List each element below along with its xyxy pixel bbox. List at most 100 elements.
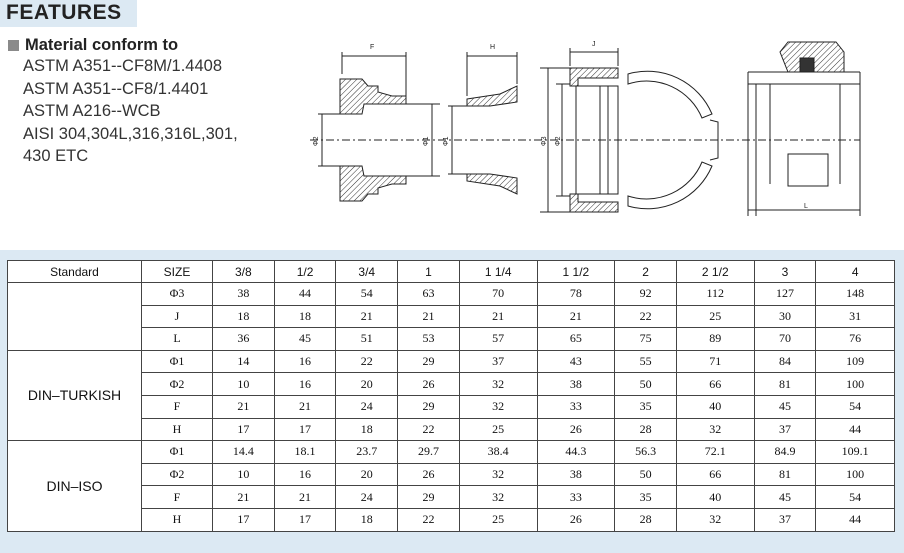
value-cell: 20	[335, 372, 399, 396]
dim-label-l: L	[804, 203, 808, 210]
value-cell: 30	[753, 304, 817, 329]
dim-label-h: H	[490, 44, 495, 51]
value-cell: 44	[815, 507, 895, 532]
technical-drawings: F Φ2 Φ1 H Φ1	[310, 41, 861, 216]
standard-cell: DIN–TURKISH	[7, 349, 142, 442]
value-cell: 32	[458, 462, 538, 487]
column-header: 3	[753, 260, 817, 283]
value-cell: 51	[335, 327, 399, 351]
value-cell: 22	[397, 507, 460, 532]
size-cell: H	[141, 507, 213, 532]
value-cell: 29	[397, 485, 460, 509]
value-cell: 54	[335, 282, 399, 306]
value-cell: 35	[614, 394, 677, 419]
value-cell: 40	[675, 394, 755, 419]
column-header: 1 1/4	[458, 260, 538, 283]
dim-label-phi2: Φ2	[555, 136, 562, 146]
value-cell: 38	[212, 282, 275, 306]
feature-line: ASTM A351--CF8/1.4401	[23, 79, 209, 98]
value-cell: 28	[614, 507, 677, 532]
value-cell: 63	[397, 282, 460, 306]
value-cell: 21	[397, 304, 460, 329]
value-cell: 50	[614, 462, 677, 487]
value-cell: 40	[675, 485, 755, 509]
value-cell: 66	[675, 462, 755, 487]
value-cell: 17	[273, 507, 337, 532]
value-cell: 55	[614, 349, 677, 374]
value-cell: 17	[273, 417, 337, 442]
value-cell: 24	[335, 485, 399, 509]
value-cell: 32	[458, 372, 538, 396]
nut-drawing	[540, 48, 719, 213]
value-cell: 21	[335, 304, 399, 329]
value-cell: 32	[458, 485, 538, 509]
standard-cell	[7, 282, 142, 351]
value-cell: 32	[675, 417, 755, 442]
value-cell: 16	[273, 349, 337, 374]
value-cell: 54	[815, 485, 895, 509]
value-cell: 35	[614, 485, 677, 509]
value-cell: 29	[397, 349, 460, 374]
page-title: FEATURES	[6, 1, 122, 24]
value-cell: 22	[397, 417, 460, 442]
male-ferrule-drawing	[318, 52, 440, 202]
value-cell: 45	[753, 394, 817, 419]
value-cell: 37	[753, 417, 817, 442]
value-cell: 26	[397, 462, 460, 487]
value-cell: 70	[458, 282, 538, 306]
value-cell: 32	[458, 394, 538, 419]
value-cell: 10	[212, 372, 275, 396]
value-cell: 53	[397, 327, 460, 351]
value-cell: 36	[212, 327, 275, 351]
value-cell: 25	[458, 507, 538, 532]
feature-line: 430 ETC	[23, 147, 89, 165]
value-cell: 38	[536, 462, 616, 487]
value-cell: 29	[397, 394, 460, 419]
column-header: 1 1/2	[536, 260, 616, 283]
title-bar: FEATURES	[0, 0, 137, 27]
value-cell: 81	[753, 372, 817, 396]
value-cell: 65	[536, 327, 616, 351]
value-cell: 22	[614, 304, 677, 329]
value-cell: 21	[273, 485, 337, 509]
column-header: 4	[815, 260, 895, 283]
value-cell: 100	[815, 462, 895, 487]
size-cell: H	[141, 417, 213, 442]
value-cell: 18	[273, 304, 337, 329]
features-heading: Material conform to	[8, 36, 308, 55]
value-cell: 26	[536, 417, 616, 442]
dim-label-phi3: Φ3	[541, 136, 548, 146]
value-cell: 112	[675, 282, 755, 306]
value-cell: 16	[273, 372, 337, 396]
value-cell: 37	[458, 349, 538, 374]
value-cell: 20	[335, 462, 399, 487]
value-cell: 84.9	[753, 440, 817, 464]
size-cell: Φ1	[141, 440, 213, 464]
value-cell: 32	[675, 507, 755, 532]
value-cell: 31	[815, 304, 895, 329]
value-cell: 70	[753, 327, 817, 351]
value-cell: 56.3	[614, 440, 677, 464]
value-cell: 75	[614, 327, 677, 351]
size-cell: Φ3	[141, 282, 213, 306]
size-cell: J	[141, 304, 213, 329]
value-cell: 21	[458, 304, 538, 329]
size-cell: Φ2	[141, 372, 213, 396]
value-cell: 25	[675, 304, 755, 329]
value-cell: 54	[815, 394, 895, 419]
value-cell: 66	[675, 372, 755, 396]
value-cell: 17	[212, 507, 275, 532]
value-cell: 38	[536, 372, 616, 396]
value-cell: 24	[335, 394, 399, 419]
feature-line: AISI 304,304L,316,316L,301,	[23, 124, 238, 143]
